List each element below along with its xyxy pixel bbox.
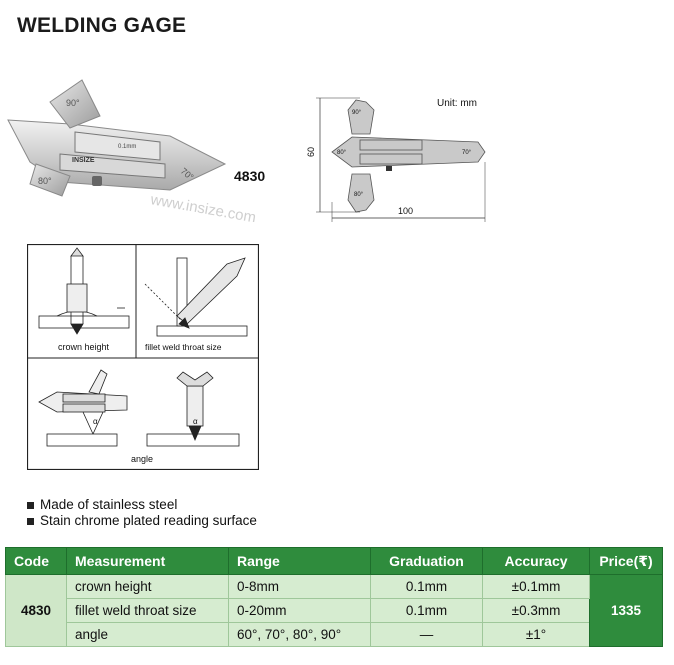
drawing-angle-80-bottom: 80° [354, 192, 364, 198]
watermark: www.insize.com [148, 191, 257, 222]
bullet-icon [27, 501, 34, 509]
header-measurement: Measurement [66, 547, 229, 575]
cell-accuracy: ±1° [482, 622, 590, 647]
usage-diagrams: crown height fillet weld throat size α α… [27, 244, 259, 470]
feature-text: Stain chrome plated reading surface [40, 513, 257, 528]
diagram-alpha-right: α [193, 417, 198, 426]
header-price: Price(₹) [589, 547, 663, 575]
header-range: Range [228, 547, 371, 575]
cell-measurement: angle [66, 622, 229, 647]
cell-graduation: 0.1mm [370, 598, 483, 623]
drawing-angle-90: 90° [352, 110, 362, 116]
cell-range: 60°, 70°, 80°, 90° [228, 622, 371, 647]
feature-list: Made of stainless steel Stain chrome pla… [27, 497, 257, 529]
page-title: WELDING GAGE [17, 14, 187, 37]
cell-price: 1335 [589, 574, 663, 647]
dimension-drawing: 90° 80° 70° 80° 60 100 [306, 97, 486, 222]
cell-range: 0-8mm [228, 574, 371, 599]
photo-angle-80: 80° [38, 176, 52, 186]
model-code-label: 4830 [234, 168, 266, 184]
feature-item: Stain chrome plated reading surface [27, 513, 257, 529]
cell-measurement: fillet weld throat size [66, 598, 229, 623]
feature-text: Made of stainless steel [40, 497, 178, 512]
drawing-angle-80-left: 80° [337, 150, 347, 156]
cell-accuracy: ±0.3mm [482, 598, 590, 623]
diagram-label-angle: angle [131, 454, 153, 464]
diagram-label-fillet: fillet weld throat size [145, 342, 222, 352]
cell-measurement: crown height [66, 574, 229, 599]
cell-accuracy: ±0.1mm [482, 574, 590, 599]
header-graduation: Graduation [370, 547, 483, 575]
table-header-row: Code Measurement Range Graduation Accura… [5, 547, 663, 575]
table-row: fillet weld throat size 0-20mm 0.1mm ±0.… [6, 598, 663, 623]
table-row: 4830 crown height 0-8mm 0.1mm ±0.1mm 133… [5, 574, 663, 647]
photo-angle-90: 90° [66, 98, 80, 108]
diagram-alpha-left: α [93, 417, 98, 426]
header-accuracy: Accuracy [482, 547, 590, 575]
brand-logo: INSIZE [72, 157, 95, 164]
feature-item: Made of stainless steel [27, 497, 257, 513]
cell-range: 0-20mm [228, 598, 371, 623]
cell-code: 4830 [5, 574, 67, 647]
header-code: Code [5, 547, 67, 575]
spec-table: Code Measurement Range Graduation Accura… [5, 547, 663, 647]
drawing-height-dim: 60 [306, 147, 316, 157]
unit-label: Unit: mm [437, 98, 477, 109]
bullet-icon [27, 517, 34, 525]
cell-graduation: 0.1mm [370, 574, 483, 599]
table-row: angle 60°, 70°, 80°, 90° — ±1° [6, 622, 663, 647]
diagram-label-crown-height: crown height [58, 342, 110, 352]
product-photo: 90° 80° 70° INSIZE 0.1mm www.insize.com [7, 79, 257, 222]
cell-graduation: — [370, 622, 483, 647]
drawing-angle-70: 70° [462, 150, 472, 156]
drawing-width-dim: 100 [398, 206, 413, 216]
photo-scale-mark: 0.1mm [118, 144, 136, 150]
